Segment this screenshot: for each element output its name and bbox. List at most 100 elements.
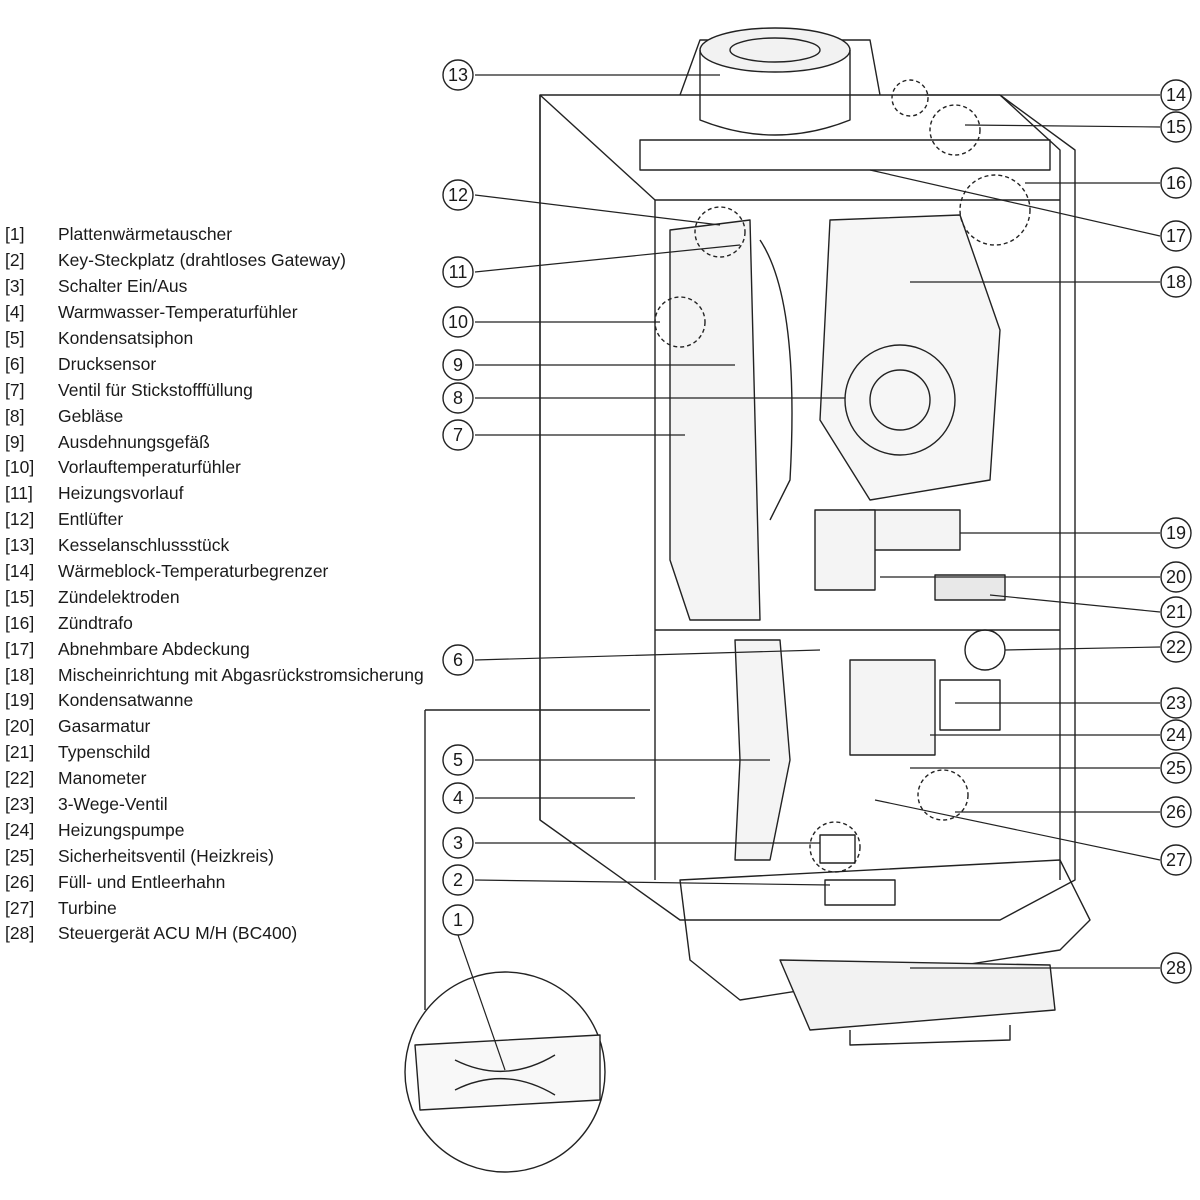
key-slot xyxy=(824,879,896,906)
callouts xyxy=(442,59,1192,984)
legend-number: [8] xyxy=(5,405,25,426)
legend-number: [21] xyxy=(5,742,35,763)
legend-label: Plattenwärmetauscher xyxy=(58,224,233,245)
legend-label: 3-Wege-Ventil xyxy=(58,794,168,815)
legend-number: [7] xyxy=(5,379,25,400)
legend-number: [6] xyxy=(5,353,25,374)
legend-label: Turbine xyxy=(58,897,117,918)
legend-label: Zündtrafo xyxy=(58,612,133,633)
callout-2: 2 xyxy=(453,870,463,890)
legend-label: Vorlauftemperaturfühler xyxy=(58,457,241,478)
expansion-vessel xyxy=(669,219,761,621)
legend-number: [13] xyxy=(5,535,35,556)
legend-item: [3] Schalter Ein/Aus xyxy=(5,274,455,300)
legend-item: [23] 3-Wege-Ventil xyxy=(5,792,455,818)
callout-7: 7 xyxy=(453,425,463,445)
legend-number: [5] xyxy=(5,328,25,348)
callout-21: 21 xyxy=(1166,602,1186,622)
legend-label: Schalter Ein/Aus xyxy=(58,276,188,297)
legend-item: [14] Wärmeblock-Temperaturbegrenzer xyxy=(5,559,455,585)
legend-item: [10]Vorlauftemperaturfühler xyxy=(5,455,455,481)
callout-15: 15 xyxy=(1166,117,1186,137)
legend-item: [24]Heizungspumpe xyxy=(5,817,455,843)
condensate-tray xyxy=(859,509,961,551)
callout-16: 16 xyxy=(1166,173,1186,193)
legend-number: [26] xyxy=(5,871,35,892)
legend-label: Gasarmatur xyxy=(58,716,151,737)
callout-11: 11 xyxy=(449,262,468,282)
legend-item: [1]Plattenwärmetauscher xyxy=(5,222,455,248)
callout-28: 28 xyxy=(1166,958,1186,978)
legend-label: Ventil für Stickstofffüllung xyxy=(58,379,253,400)
callout-14: 14 xyxy=(1166,85,1186,105)
fan-wheel xyxy=(844,344,956,456)
callout-22: 22 xyxy=(1166,637,1186,657)
legend-number: [23] xyxy=(5,794,35,815)
controller-unit xyxy=(779,959,1056,1031)
legend-number: [14] xyxy=(5,561,35,582)
callout-19: 19 xyxy=(1166,523,1186,543)
legend-number: [22] xyxy=(5,768,35,789)
on-off-switch xyxy=(819,834,856,864)
heating-pump xyxy=(849,659,936,756)
legend-label: Entlüfter xyxy=(58,509,124,530)
legend-item: [22] Manometer xyxy=(5,766,455,792)
callout-18: 18 xyxy=(1166,272,1186,292)
legend-label: Heizungsvorlauf xyxy=(58,483,184,504)
legend-item: [7] Ventil für Stickstofffüllung xyxy=(5,377,455,403)
callout-12: 12 xyxy=(448,185,468,205)
legend-label: Heizungspumpe xyxy=(58,819,185,840)
legend-label: Mischeinrichtung mit Abgasrückstromsiche… xyxy=(58,664,424,685)
legend-label: Gebläse xyxy=(58,405,124,426)
legend-item: [18]Mischeinrichtung mit Abgasrückstroms… xyxy=(5,662,455,688)
legend-label: Steuergerät ACU M/H (BC400) xyxy=(58,923,298,944)
legend-item: [8] Gebläse xyxy=(5,403,455,429)
legend-number: [2] xyxy=(5,250,25,271)
legend-item: [6] Drucksensor xyxy=(5,351,455,377)
parts-legend: [1]Plattenwärmetauscher[2]Key-Steckplatz… xyxy=(5,222,455,947)
legend-label: Typenschild xyxy=(58,742,151,763)
callout-20: 20 xyxy=(1166,567,1186,587)
legend-number: [19] xyxy=(5,690,35,711)
legend-label: Zündelektroden xyxy=(58,586,180,607)
callout-1: 1 xyxy=(453,910,463,930)
casing-outline xyxy=(539,94,1076,921)
callout-13: 13 xyxy=(448,65,468,85)
callout-6: 6 xyxy=(453,650,463,670)
manometer xyxy=(964,629,1006,671)
callout-5: 5 xyxy=(453,750,463,770)
legend-number: [28] xyxy=(5,923,35,944)
legend-number: [17] xyxy=(5,638,35,659)
legend-number: [9] xyxy=(5,431,25,452)
legend-label: Abnehmbare Abdeckung xyxy=(58,638,250,659)
legend-item: [27]Turbine xyxy=(5,895,455,921)
legend-item: [17] Abnehmbare Abdeckung xyxy=(5,636,455,662)
callout-17: 17 xyxy=(1166,226,1186,246)
type-plate xyxy=(934,574,1006,601)
legend-item: [28] Steuergerät ACU M/H (BC400) xyxy=(5,921,455,947)
legend-item: [9]Ausdehnungsgefäß xyxy=(5,429,455,455)
gas-valve xyxy=(814,509,876,591)
flue-connector xyxy=(699,27,851,73)
legend-number: [15] xyxy=(5,586,35,607)
legend-number: [3] xyxy=(5,276,25,297)
callout-23: 23 xyxy=(1166,693,1186,713)
legend-item: [26]Füll- und Entleerhahn xyxy=(5,869,455,895)
legend-label: Sicherheitsventil (Heizkreis) xyxy=(58,845,274,866)
legend-number: [4] xyxy=(5,302,25,323)
legend-number: [20] xyxy=(5,716,35,737)
legend-label: Drucksensor xyxy=(58,353,157,374)
legend-label: Warmwasser-Temperaturfühler xyxy=(58,302,298,323)
legend-item: [12] Entlüfter xyxy=(5,507,455,533)
legend-number: [25] xyxy=(5,845,35,866)
legend-number: [12] xyxy=(5,509,35,530)
callout-26: 26 xyxy=(1166,802,1186,822)
legend-label: Wärmeblock-Temperaturbegrenzer xyxy=(58,561,329,582)
condensate-siphon xyxy=(734,639,791,861)
callout-10: 10 xyxy=(448,312,468,332)
legend-label: Manometer xyxy=(58,768,147,789)
legend-label: Kondensatsiphon xyxy=(58,328,194,348)
legend-item: [16]Zündtrafo xyxy=(5,610,455,636)
legend-item: [19]Kondensatwanne xyxy=(5,688,455,714)
